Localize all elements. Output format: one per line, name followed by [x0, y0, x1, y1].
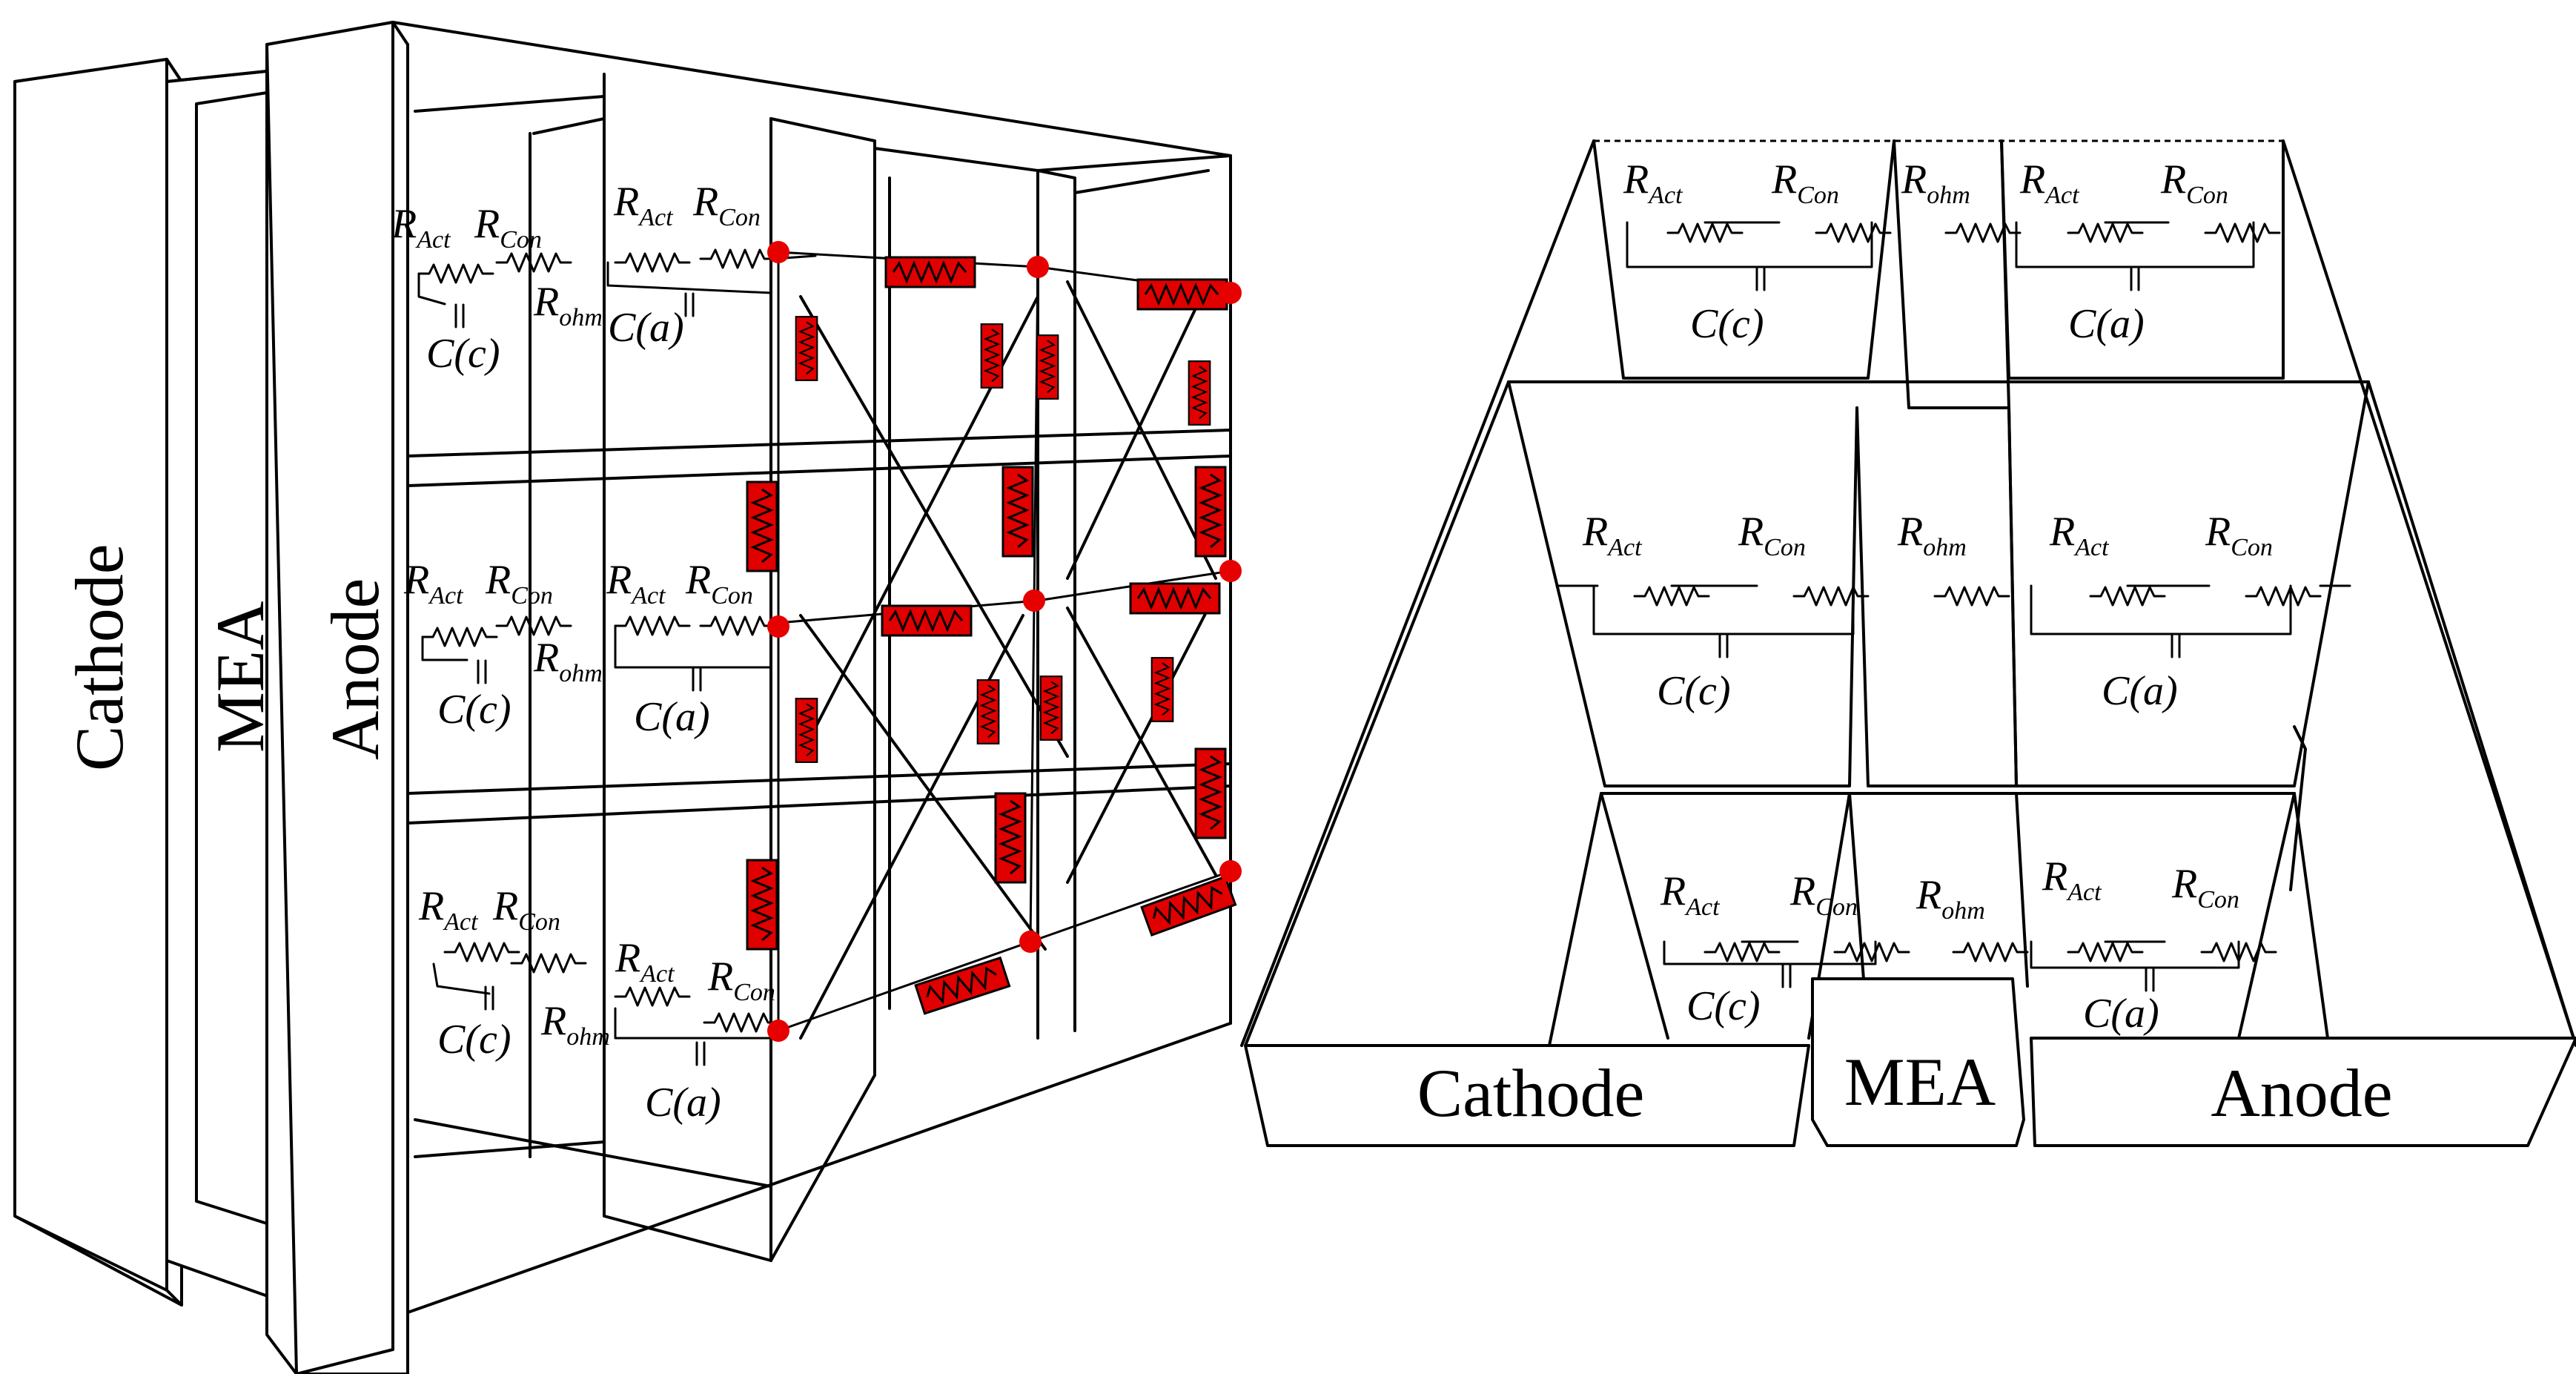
- svg-text:RCon: RCon: [707, 954, 775, 1006]
- svg-text:RAct: RAct: [1623, 156, 1683, 209]
- mesh-node: [1219, 282, 1242, 304]
- svg-text:C(c): C(c): [1657, 668, 1731, 714]
- svg-text:RCon: RCon: [2171, 861, 2239, 914]
- mesh-node: [1219, 560, 1242, 582]
- svg-text:RCon: RCon: [492, 883, 560, 936]
- svg-text:RAct: RAct: [615, 935, 675, 988]
- svg-text:Rohm: Rohm: [533, 635, 603, 687]
- right-circuit-row-1: [1626, 221, 2281, 291]
- stack-3d-view: Cathode MEA Anode RAct RCon RAct RCon Ro…: [13, 21, 1242, 1374]
- svg-text:RAct: RAct: [613, 179, 674, 231]
- left-row-3-labels: RAct RCon RAct RCon Rohm C(c) C(a): [418, 883, 775, 1126]
- svg-text:Rohm: Rohm: [540, 998, 610, 1051]
- mesh-node: [1027, 256, 1049, 278]
- mesh-node: [1219, 860, 1242, 882]
- svg-text:RAct: RAct: [1660, 868, 1721, 921]
- svg-text:RCon: RCon: [474, 201, 542, 254]
- label-mea-3d: MEA: [202, 601, 278, 753]
- label-anode: Anode: [2211, 1055, 2392, 1131]
- svg-text:RCon: RCon: [485, 557, 553, 610]
- left-row-2-labels: RAct RCon RAct RCon Rohm C(c) C(a): [403, 557, 753, 740]
- right-row-2-labels: RAct RCon Rohm RAct RCon C(c) C(a): [1582, 509, 2273, 714]
- mesh-node: [767, 615, 789, 638]
- right-circuit-row-2: [1555, 584, 2351, 658]
- svg-text:Rohm: Rohm: [533, 279, 603, 331]
- mesh-node: [1019, 931, 1042, 953]
- svg-text:RAct: RAct: [2019, 156, 2080, 209]
- svg-text:RCon: RCon: [685, 557, 753, 610]
- svg-text:RCon: RCon: [1771, 156, 1839, 209]
- svg-text:C(c): C(c): [426, 331, 500, 377]
- anode-block: Anode: [2030, 1037, 2576, 1147]
- svg-text:RAct: RAct: [2049, 509, 2110, 561]
- flow-field-frame: [391, 21, 1232, 1336]
- svg-text:RCon: RCon: [2205, 509, 2273, 561]
- label-cathode-3d: Cathode: [62, 544, 137, 771]
- exploded-view: Cathode MEA Anode: [1240, 139, 2576, 1147]
- svg-text:Rohm: Rohm: [1901, 156, 1970, 209]
- mesh-resistor-network: [746, 241, 1242, 1042]
- mesh-node: [1023, 589, 1045, 612]
- svg-text:RAct: RAct: [1582, 509, 1643, 561]
- middle-segment: [1507, 380, 2370, 795]
- svg-text:RCon: RCon: [1738, 509, 1806, 561]
- top-segment: [1244, 139, 2576, 1047]
- anode-plate: [265, 21, 409, 1374]
- mea-block: MEA: [1811, 977, 2025, 1147]
- svg-text:Rohm: Rohm: [1897, 509, 1967, 561]
- label-anode-3d: Anode: [317, 578, 393, 760]
- svg-text:C(a): C(a): [608, 305, 684, 351]
- cathode-block: Cathode: [1244, 1044, 1810, 1147]
- svg-text:RAct: RAct: [2042, 853, 2102, 906]
- label-mea: MEA: [1844, 1044, 1996, 1120]
- svg-text:RAct: RAct: [418, 883, 479, 936]
- svg-text:RAct: RAct: [403, 557, 464, 610]
- svg-text:C(c): C(c): [437, 1017, 511, 1063]
- svg-text:C(a): C(a): [645, 1080, 721, 1126]
- svg-text:C(a): C(a): [2068, 301, 2145, 347]
- right-row-1-labels: RAct RCon Rohm RAct RCon C(c) C(a): [1623, 156, 2228, 347]
- cathode-plate: [13, 58, 183, 1307]
- bottom-segment: [1548, 725, 2329, 1047]
- mesh-node: [767, 1020, 789, 1042]
- svg-text:Rohm: Rohm: [1916, 872, 1985, 925]
- svg-text:RAct: RAct: [391, 201, 451, 254]
- label-cathode: Cathode: [1417, 1055, 1645, 1131]
- svg-text:C(a): C(a): [2102, 668, 2178, 714]
- right-row-3-labels: RAct RCon Rohm RAct RCon C(c) C(a): [1660, 853, 2239, 1037]
- left-circuit-row-2: [421, 615, 776, 692]
- svg-text:C(c): C(c): [437, 687, 511, 733]
- svg-text:C(a): C(a): [2083, 991, 2159, 1037]
- svg-text:RAct: RAct: [606, 557, 666, 610]
- left-row-1-labels: RAct RCon RAct RCon Rohm C(c) C(a): [391, 179, 761, 377]
- right-circuit-row-3: [1663, 940, 2277, 992]
- svg-text:C(c): C(c): [1686, 983, 1761, 1029]
- left-circuit-row-3: [432, 942, 780, 1066]
- mesh-node: [767, 241, 789, 263]
- svg-text:RCon: RCon: [2160, 156, 2228, 209]
- svg-text:RCon: RCon: [692, 179, 761, 231]
- svg-text:C(c): C(c): [1690, 301, 1764, 347]
- svg-text:C(a): C(a): [634, 694, 710, 740]
- svg-text:RCon: RCon: [1789, 868, 1858, 921]
